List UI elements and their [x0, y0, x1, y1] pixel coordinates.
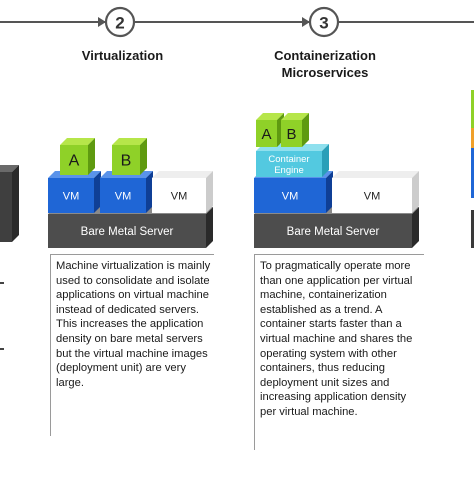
ct3-vm-1: VM [254, 171, 333, 213]
vm2-app-b-top-face [112, 138, 147, 145]
right-clipped-dark [471, 210, 474, 248]
left-column-text-fragment [0, 348, 4, 350]
ct3-container-a-top-face [256, 113, 284, 120]
vm2-app-a: A [60, 138, 95, 175]
timeline-arrow-3 [302, 17, 310, 27]
ct3-container-a-label: A [261, 126, 271, 143]
ct3-container-engine-label: Engine [274, 165, 304, 176]
ct3-vm-2: VM [332, 171, 419, 213]
vm2-app-a-front-face [60, 145, 88, 175]
ct3-container-b-top-face [281, 113, 309, 120]
vm2-vm-2: VM [100, 171, 153, 213]
ct3-container-b: B [281, 113, 309, 147]
timeline-arrow-2 [98, 17, 106, 27]
containerization-description: To pragmatically operate more than one a… [254, 254, 424, 450]
ct3-vm-2-label: VM [364, 190, 381, 202]
ct3-vm-1-label: VM [282, 190, 299, 202]
right-clipped-blue [471, 148, 474, 198]
vm2-vm-2-front-face [100, 178, 146, 213]
ct3-container-a-front-face [256, 120, 277, 147]
vm2-vm-3: VM [152, 171, 213, 213]
left-clipped-block-top-face [0, 165, 19, 172]
left-clipped-block-side-face [12, 165, 19, 242]
step-2-circle-number: 2 [115, 14, 124, 33]
ct3-vm-1-side-face [326, 171, 333, 213]
ct3-vm-1-front-face [254, 178, 326, 213]
ct3-container-b-front-face [281, 120, 302, 147]
vm2-vm-1-side-face [94, 171, 101, 213]
ct3-container-engine-label: Container [268, 154, 309, 165]
vm2-app-b: B [112, 138, 147, 175]
vm2-server: Bare Metal Server [48, 207, 213, 248]
ct3-container-b-label: B [286, 126, 296, 143]
vm2-app-b-front-face [112, 145, 140, 175]
step-2-circle: 2 [104, 6, 136, 38]
ct3-container-b-side-face [302, 113, 309, 147]
ct3-server: Bare Metal Server [254, 207, 419, 248]
ct3-vm-2-side-face [412, 171, 419, 213]
step-3-circle-number: 3 [319, 14, 328, 33]
vm2-vm-2-side-face [146, 171, 153, 213]
vm2-vm-3-top-face [152, 171, 213, 178]
ct3-container-engine-front-face [256, 151, 322, 177]
vm2-server-label: Bare Metal Server [81, 226, 174, 238]
vm2-app-a-top-face [60, 138, 95, 145]
ct3-container-engine-side-face [322, 144, 329, 177]
containerization-title: Containerization Microservices [245, 47, 405, 81]
vm2-app-b-label: B [121, 153, 132, 170]
virtualization-description: Machine virtualization is mainly used to… [50, 254, 214, 436]
vm2-server-side-face [206, 207, 213, 248]
ct3-server-front-face [254, 214, 412, 248]
ct3-vm-2-top-face [332, 171, 419, 178]
containerization-title-text: Containerization [274, 48, 376, 63]
right-clipped-orange [471, 128, 474, 148]
left-clipped-block [0, 165, 19, 242]
step-3-circle: 3 [308, 6, 340, 38]
vm2-vm-1-front-face [48, 178, 94, 213]
virtualization-description-text: Machine virtualization is mainly used to… [56, 260, 211, 389]
containerization-description-text: To pragmatically operate more than one a… [260, 260, 413, 418]
vm2-vm-3-front-face [152, 178, 206, 213]
virtualization-title-text: Virtualization [81, 48, 164, 63]
containerization-subtitle-text: Microservices [281, 65, 369, 80]
vm2-vm-3-label: VM [171, 190, 188, 202]
vm2-app-b-side-face [140, 138, 147, 175]
vm2-app-a-side-face [88, 138, 95, 175]
vm2-vm-2-label: VM [115, 190, 132, 202]
vm2-vm-1: VM [48, 171, 101, 213]
ct3-server-side-face [412, 207, 419, 248]
left-column-text-fragment [0, 282, 4, 284]
vm2-vm-3-side-face [206, 171, 213, 213]
vm2-server-front-face [48, 214, 206, 248]
ct3-container-a: A [256, 113, 284, 147]
vm2-vm-1-label: VM [63, 190, 80, 202]
ct3-vm-2-front-face [332, 178, 412, 213]
right-clipped-green [471, 90, 474, 128]
ct3-server-label: Bare Metal Server [287, 226, 380, 238]
left-clipped-block-front-face [0, 172, 12, 242]
virtualization-title: Virtualization [50, 47, 195, 64]
vm2-app-a-label: A [69, 153, 80, 170]
